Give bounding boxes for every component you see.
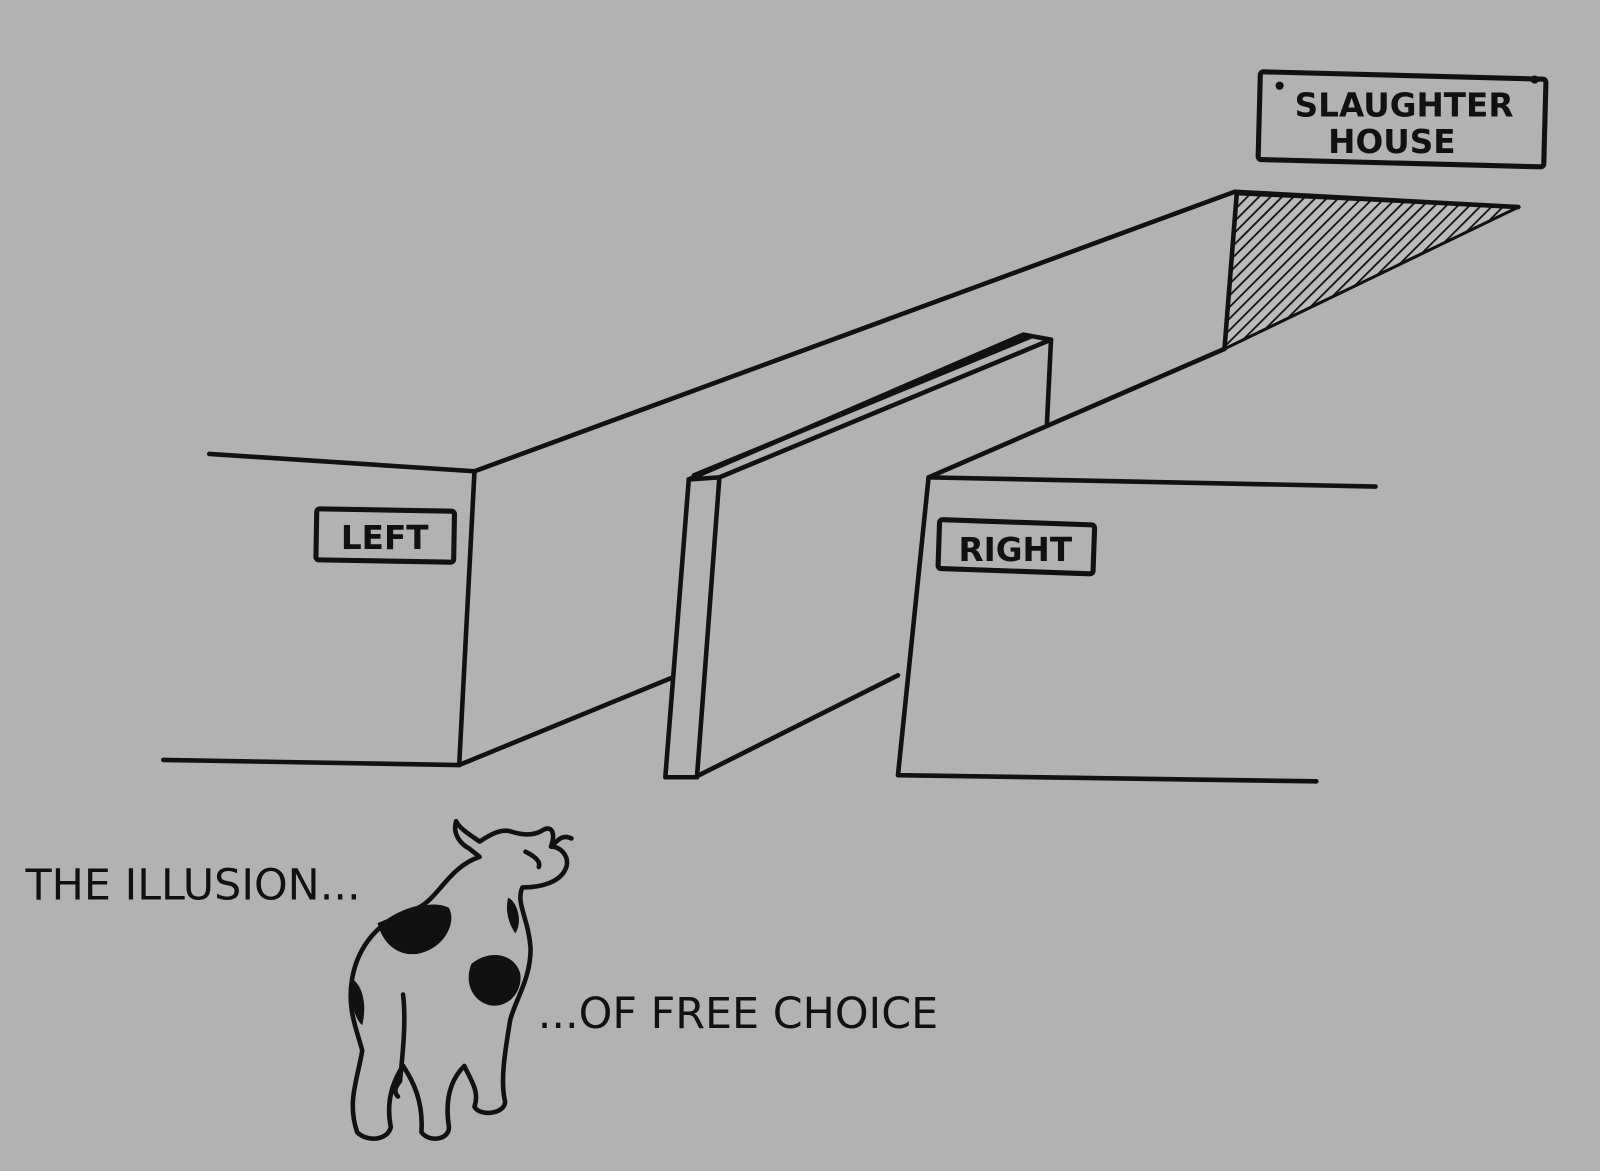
slaughterhouse-sign-line2: HOUSE <box>1328 123 1455 161</box>
middle-partition <box>663 332 1054 780</box>
slaughterhouse-entrance-shadow <box>1222 192 1520 352</box>
left-sign: LEFT <box>313 506 458 565</box>
right-sign: RIGHT <box>935 517 1098 577</box>
caption-second: ...OF FREE CHOICE <box>538 989 938 1039</box>
right-path-wall <box>696 346 1378 784</box>
caption-first: THE ILLUSION... <box>25 861 361 911</box>
slaughterhouse-sign-line1: SLAUGHTER <box>1295 86 1514 124</box>
cow-illustration <box>348 818 574 1141</box>
right-sign-label: RIGHT <box>958 531 1072 569</box>
left-sign-label: LEFT <box>341 519 429 557</box>
left-path-wall <box>160 189 1521 768</box>
slaughterhouse-sign: SLAUGHTER HOUSE <box>1255 69 1549 170</box>
